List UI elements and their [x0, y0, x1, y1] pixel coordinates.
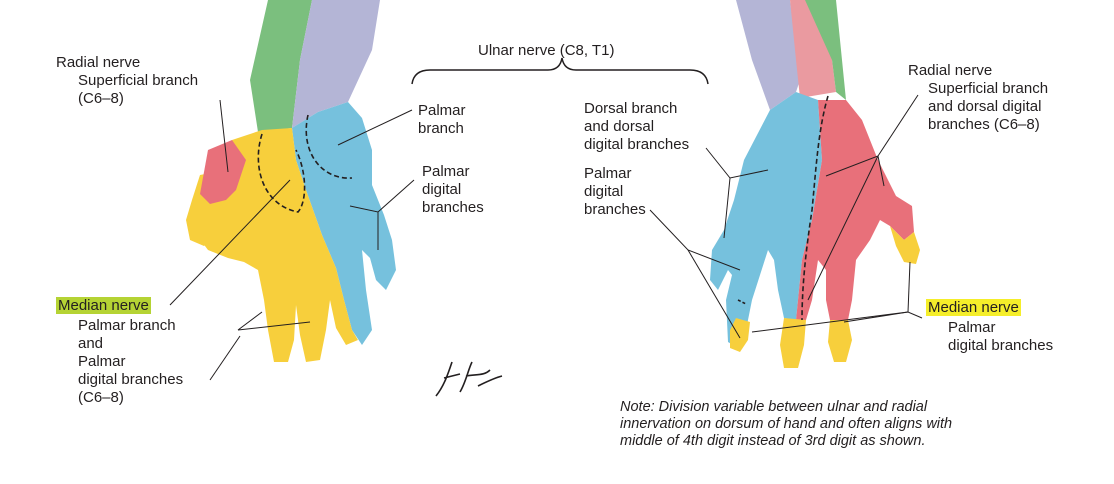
right-median-nerve-text: Median nerve — [926, 299, 1021, 316]
ulnar-nerve-brace — [411, 57, 709, 85]
left-radial-nerve-label: Radial nerve — [56, 54, 141, 71]
left-median-nerve-label: Median nerve — [56, 297, 151, 315]
right-ulnar-area — [710, 92, 822, 348]
left-palmar-digital-label-line1: Palmar — [422, 163, 470, 180]
right-radial-label-line2: and dorsal digital — [928, 98, 1042, 115]
right-median-label-line1: Palmar — [948, 319, 996, 336]
note-line1: Note: Division variable between ulnar an… — [620, 399, 928, 415]
left-hand-palmar-view — [169, 0, 415, 381]
netter-signature — [435, 361, 503, 397]
left-median-label-line5: (C6–8) — [78, 389, 124, 406]
left-median-label-line4: digital branches — [78, 371, 184, 388]
left-median-label-line3: Palmar — [78, 353, 126, 370]
right-hand-dorsal-view — [649, 0, 923, 368]
right-median-tip-thumb — [890, 226, 920, 264]
left-leader-lines — [169, 99, 415, 381]
right-radial-label-line1: Superficial branch — [928, 80, 1049, 97]
left-median-nerve-text: Median nerve — [56, 297, 151, 314]
left-median-label-line2: and — [78, 335, 104, 352]
right-palmar-digital-label-line3: branches — [584, 201, 646, 218]
right-median-nerve-label: Median nerve — [926, 299, 1021, 317]
left-palmar-digital-label-line2: digital — [422, 181, 462, 198]
left-forearm-lavender-region — [292, 0, 380, 128]
right-dorsal-label-line1: Dorsal branch — [584, 100, 678, 117]
right-median-tip-ring — [730, 318, 750, 352]
right-median-label-line2: digital branches — [948, 337, 1054, 354]
left-ulnar-area — [292, 102, 396, 345]
left-radial-superficial-branch-label: Superficial branch — [78, 72, 199, 89]
note-line2: innervation on dorsum of hand and often … — [620, 416, 953, 432]
right-dorsal-label-line3: digital branches — [584, 136, 690, 153]
note-line3: middle of 4th digit instead of 3rd digit… — [620, 433, 926, 449]
left-median-label-line1: Palmar branch — [78, 317, 176, 334]
left-palmar-branch-label-line2: branch — [418, 120, 464, 137]
left-ulnar-palmar-branch-boundary — [305, 114, 353, 179]
right-radial-nerve-label: Radial nerve — [908, 62, 993, 79]
right-median-tip-index — [828, 320, 852, 362]
left-forearm-green-region — [250, 0, 312, 132]
left-radial-roots-label: (C6–8) — [78, 90, 124, 107]
right-radial-label-line3: branches (C6–8) — [928, 116, 1040, 133]
right-median-tip-middle — [780, 318, 806, 368]
note-text: Note: Division variable between ulnar an… — [620, 399, 1080, 450]
right-dorsal-label-line2: and dorsal — [584, 118, 655, 135]
right-ulnar-radial-division-boundary — [801, 95, 829, 321]
ulnar-nerve-label: Ulnar nerve (C8, T1) — [478, 42, 615, 59]
left-median-palmar-branch-boundary — [257, 133, 306, 213]
right-forearm-lavender-region — [736, 0, 800, 110]
right-palmar-digital-label-line1: Palmar — [584, 165, 632, 182]
left-palmar-digital-label-line3: branches — [422, 199, 484, 216]
left-radial-area — [200, 140, 246, 204]
right-dorsal-digital-boundary — [737, 299, 747, 305]
right-palmar-digital-label-line2: digital — [584, 183, 624, 200]
left-palmar-branch-label-line1: Palmar — [418, 102, 466, 119]
right-leader-lines — [649, 94, 923, 339]
right-forearm-green-region — [805, 0, 846, 100]
